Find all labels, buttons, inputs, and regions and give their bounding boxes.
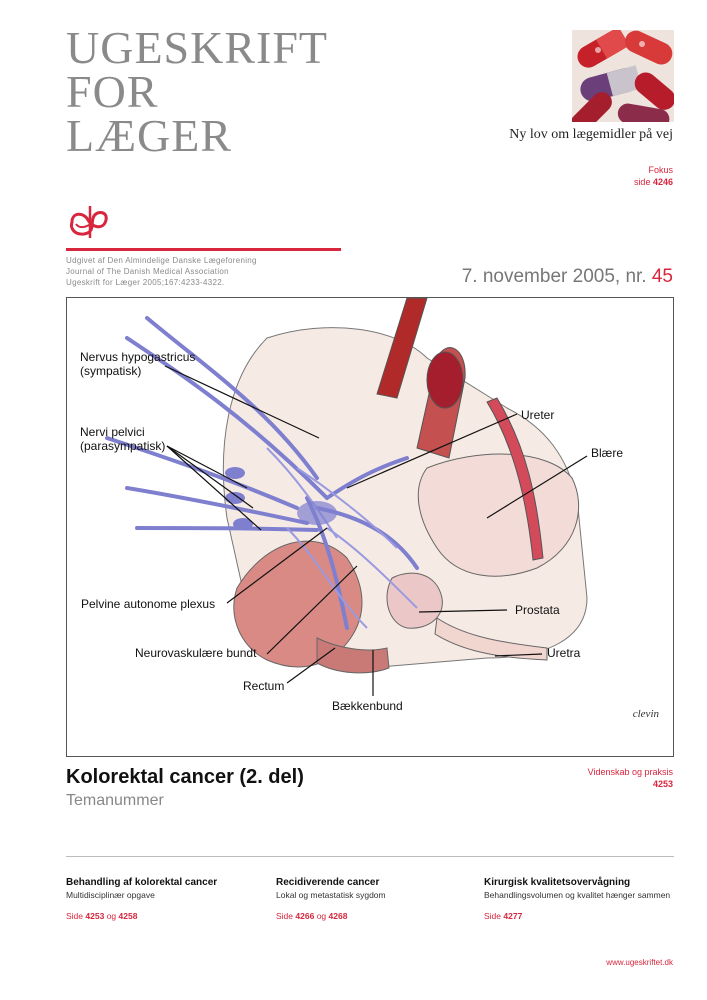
article-description: Multidisciplinær opgave bbox=[66, 890, 155, 900]
page-number: 4266 bbox=[295, 911, 315, 921]
article-description: Lokal og metastatisk sygdom bbox=[276, 890, 386, 900]
teaser-page-line: side 4246 bbox=[634, 176, 673, 188]
publisher-line-2: Journal of The Danish Medical Associatio… bbox=[66, 267, 229, 276]
page-number: 4268 bbox=[328, 911, 348, 921]
illustrator-credit: clevin bbox=[632, 708, 659, 720]
teaser-reference: Fokus side 4246 bbox=[634, 164, 673, 188]
label-neurovaskulaere-bundt: Neurovaskulære bundt bbox=[135, 646, 257, 660]
page-number: 4253 bbox=[85, 911, 105, 921]
publisher-line-1: Udgivet af Den Almindelige Danske Lægefo… bbox=[66, 256, 257, 265]
side-label: Side bbox=[484, 911, 502, 921]
pelvic-anatomy-illustration bbox=[105, 298, 588, 696]
main-section-name: Videnskab og praksis bbox=[587, 767, 673, 777]
article-pages: Side 4277 bbox=[484, 911, 674, 921]
masthead-line-2: FOR bbox=[66, 66, 159, 117]
content-divider bbox=[66, 856, 674, 857]
anatomy-figure: Nervus hypogastricus (sympatisk) Nervi p… bbox=[66, 297, 674, 757]
citation-line: Ugeskrift for Læger 2005;167:4233-4322. bbox=[66, 278, 225, 287]
issue-date-text: 7. november 2005, nr. bbox=[461, 266, 647, 287]
label-parasympatisk: (parasympatisk) bbox=[80, 439, 166, 453]
page-number: 4258 bbox=[118, 911, 138, 921]
cover-subheadline: Temanummer bbox=[66, 792, 164, 809]
page-number: 4277 bbox=[503, 911, 523, 921]
website-link[interactable]: www.ugeskriftet.dk bbox=[606, 958, 673, 967]
label-pelvine-autonome-plexus: Pelvine autonome plexus bbox=[81, 597, 216, 611]
publisher-info: Udgivet af Den Almindelige Danske Lægefo… bbox=[66, 255, 257, 288]
masthead-line-3: LÆGER bbox=[66, 110, 232, 161]
label-sympatisk: (sympatisk) bbox=[80, 364, 142, 378]
issue-number: 45 bbox=[651, 266, 673, 287]
label-uretra: Uretra bbox=[547, 646, 581, 660]
label-rectum: Rectum bbox=[243, 679, 285, 693]
article-heading[interactable]: Behandling af kolorektal cancer bbox=[66, 877, 218, 888]
article-description: Behandlingsvolumen og kvalitet hænger sa… bbox=[484, 890, 671, 900]
label-nervi-pelvici: Nervi pelvici bbox=[80, 425, 145, 439]
label-nervus-hypogastricus: Nervus hypogastricus bbox=[80, 350, 196, 364]
label-baekkenbund: Bækkenbund bbox=[332, 699, 403, 713]
article-heading[interactable]: Kirurgisk kvalitetsovervågning bbox=[484, 877, 631, 888]
article-teaser-3[interactable]: Kirurgisk kvalitetsovervågning Behandlin… bbox=[484, 876, 674, 921]
article-pages: Side 4266 og 4268 bbox=[276, 911, 466, 921]
header-rule bbox=[66, 248, 341, 251]
issue-date: 7. november 2005, nr. 45 bbox=[462, 266, 673, 288]
side-label: Side bbox=[66, 911, 84, 921]
teaser-section: Fokus bbox=[648, 165, 673, 175]
label-ureter: Ureter bbox=[521, 408, 555, 422]
label-prostata: Prostata bbox=[515, 603, 560, 617]
teaser-title[interactable]: Ny lov om lægemidler på vej bbox=[509, 127, 673, 142]
og-label: og bbox=[316, 911, 327, 921]
article-pages: Side 4253 og 4258 bbox=[66, 911, 256, 921]
og-label: og bbox=[106, 911, 117, 921]
main-section-reference: Videnskab og praksis 4253 bbox=[588, 766, 673, 790]
cover-headline[interactable]: Kolorektal cancer (2. del) bbox=[66, 766, 304, 788]
label-blaere: Blære bbox=[591, 446, 624, 460]
article-heading[interactable]: Recidiverende cancer bbox=[276, 877, 380, 888]
teaser-page-number: 4246 bbox=[652, 177, 673, 187]
capsules-image bbox=[572, 30, 674, 122]
serpent-logo-icon bbox=[70, 206, 108, 238]
article-teaser-1[interactable]: Behandling af kolorektal cancer Multidis… bbox=[66, 876, 256, 921]
article-teaser-2[interactable]: Recidiverende cancer Lokal og metastatis… bbox=[276, 876, 466, 921]
teaser-page-prefix: side bbox=[633, 177, 651, 187]
masthead: UGESKRIFT FOR LÆGER bbox=[66, 22, 366, 161]
main-section-page: 4253 bbox=[652, 779, 673, 789]
masthead-line-1: UGESKRIFT bbox=[66, 22, 329, 73]
side-label: Side bbox=[276, 911, 294, 921]
